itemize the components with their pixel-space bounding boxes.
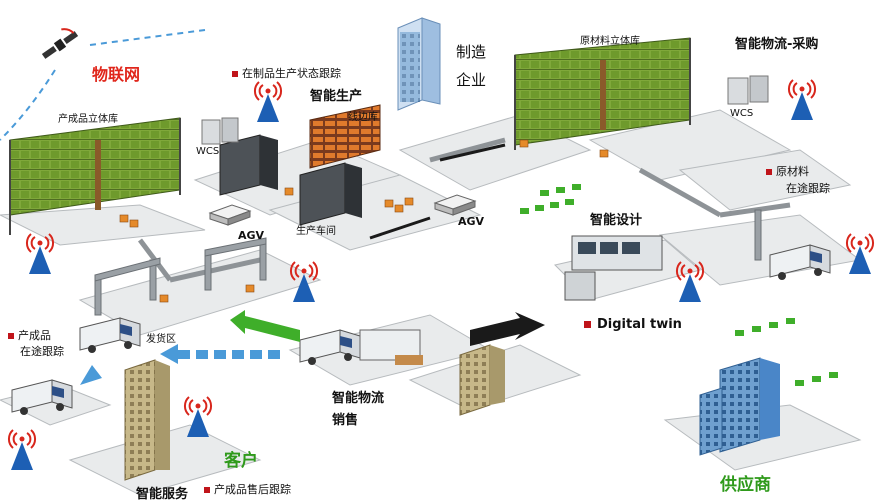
smart-logistics-purchase-label: 智能物流-采购: [735, 37, 819, 52]
satellite-links: [0, 29, 206, 141]
shipping-area-label: 发货区: [146, 334, 176, 345]
iot-label: 物联网: [92, 65, 141, 84]
agv-right-label: AGV: [458, 215, 485, 228]
bullet-icon: [232, 71, 238, 77]
bullet-icon: [8, 333, 14, 339]
design-station: [564, 235, 663, 301]
manufacturing-label-1: 制造: [456, 43, 487, 61]
bullet-icon: [204, 487, 210, 493]
smart-logistics-sales-label-2: 销售: [332, 413, 359, 428]
shipping-gates: [94, 209, 762, 316]
raw-material-transit-label: 原材料: [766, 165, 809, 179]
after-sales-tracking-text: 产成品售后跟踪: [214, 483, 291, 496]
manufacturing-label-2: 企业: [456, 71, 487, 89]
agv-left-label: AGV: [238, 229, 265, 242]
production-machines: [201, 75, 769, 226]
finished-goods-warehouse-label: 产成品立体库: [58, 114, 118, 125]
wcs-right-label: WCS: [730, 108, 754, 119]
supplier-building: [699, 357, 780, 456]
supplier-label: 供应商: [720, 475, 771, 495]
sales-building: [459, 344, 505, 416]
production-workshop-label: 生产车间: [296, 226, 336, 237]
raw-material-rack: [514, 37, 691, 150]
smart-service-label: 智能服务: [136, 487, 189, 502]
bullet-icon: [584, 321, 591, 328]
smart-production-label: 智能生产: [310, 89, 363, 104]
after-sales-tracking-label: 产成品售后跟踪: [204, 483, 291, 497]
sales-office: [359, 329, 423, 365]
manufacturing-building: [397, 17, 441, 111]
customer-label: 客户: [224, 451, 258, 471]
customer-building: [124, 359, 170, 481]
in-process-tracking-label: 在制品生产状态跟踪: [232, 67, 341, 81]
line-warehouse-label: 线边库: [348, 112, 378, 123]
in-process-tracking-text: 在制品生产状态跟踪: [242, 67, 341, 80]
finished-transit-label: 产成品: [8, 329, 51, 343]
raw-material-warehouse-label: 原材料立体库: [580, 36, 640, 47]
digital-twin-label: Digital twin: [584, 317, 682, 333]
bullet-icon: [766, 169, 772, 175]
flow-arrows: [80, 143, 838, 386]
raw-material-transit-text-1: 原材料: [776, 165, 809, 178]
line-side-shelf: [309, 104, 381, 169]
smart-logistics-sales-label-1: 智能物流: [332, 391, 385, 406]
raw-material-transit-label-2: 在途跟踪: [786, 182, 830, 195]
wcs-left-label: WCS: [196, 146, 220, 157]
finished-goods-rack: [9, 117, 181, 235]
finished-transit-label-2: 在途跟踪: [20, 345, 64, 358]
satellite-icon: [41, 28, 79, 59]
digital-twin-text: Digital twin: [597, 317, 682, 332]
finished-transit-text-1: 产成品: [18, 329, 51, 342]
smart-design-label: 智能设计: [590, 213, 643, 228]
